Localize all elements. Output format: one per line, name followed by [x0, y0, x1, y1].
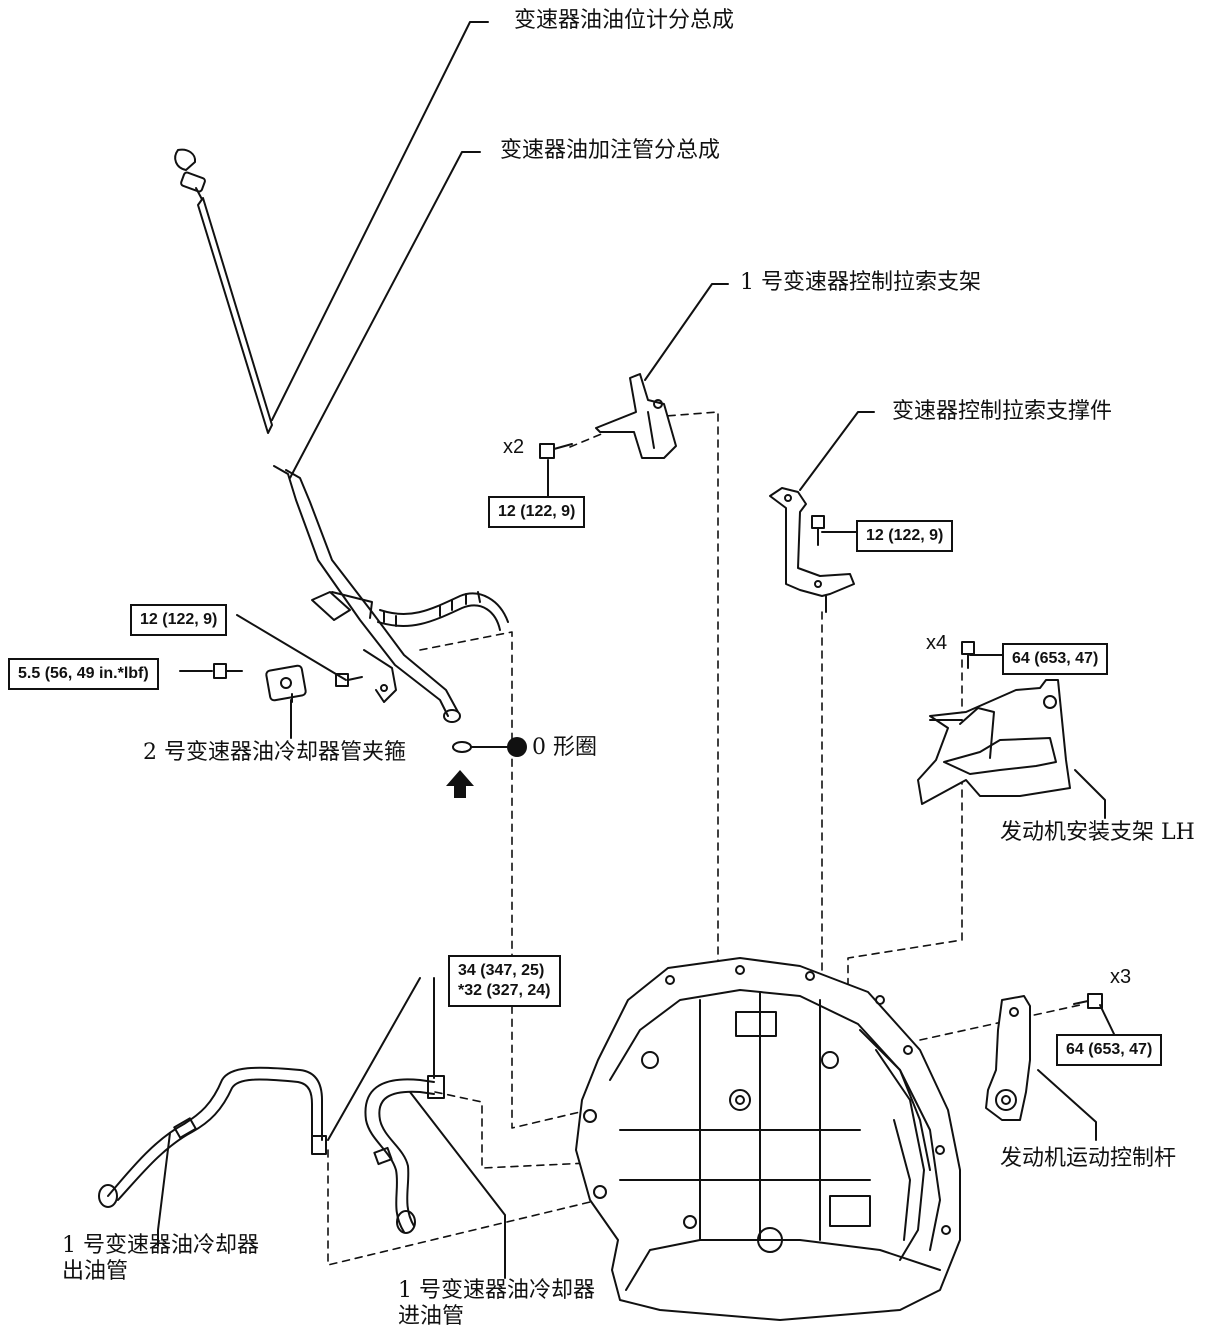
filler-tube-label: 变速器油加注管分总成 — [500, 138, 721, 163]
tube-bolt — [336, 674, 362, 686]
filler-tube-part — [274, 466, 508, 722]
clamp-2-label: 2 号变速器油冷却器管夹箍 — [143, 740, 406, 765]
cable-support-part — [770, 488, 854, 612]
torque-box-tube-bolt: 12 (122, 9) — [130, 604, 228, 636]
mount-bracket-lh-label: 发动机安装支架 LH — [1000, 820, 1195, 845]
torque-box-mount-bolts: 64 (653, 47) — [1002, 643, 1109, 675]
dipstick-part — [175, 150, 272, 433]
rod-bolt — [1074, 994, 1102, 1008]
torque-box-clamp-bolt: 5.5 (56, 49 in.*lbf) — [8, 658, 159, 690]
dipstick-label: 变速器油油位计分总成 — [514, 8, 735, 33]
outlet-pipe-label-line1: 1 号变速器油冷却器 — [62, 1233, 259, 1258]
cable-bracket-1-label: 1 号变速器控制拉索支架 — [740, 270, 981, 295]
clamp-bolt — [214, 664, 242, 678]
cable-bracket-1-part — [596, 374, 676, 458]
outlet-pipe-part — [99, 1068, 326, 1207]
leader-lines — [158, 22, 1114, 1278]
torque-box-support-bolt: 12 (122, 9) — [856, 520, 954, 552]
qty-mount-bolts: x4 — [926, 632, 948, 654]
qty-bracket-bolts: x2 — [503, 436, 525, 458]
bracket-bolt — [540, 444, 572, 458]
o-ring-label: 0 形圈 — [532, 735, 597, 760]
outlet-pipe-label-line2: 出油管 — [62, 1259, 129, 1284]
inlet-pipe-part — [365, 1076, 444, 1233]
control-rod-part — [986, 996, 1030, 1120]
torque-box-pipe-unions: 34 (347, 25) *32 (327, 24) — [448, 955, 561, 1007]
up-arrow-icon — [446, 770, 474, 798]
inlet-pipe-label-line1: 1 号变速器油冷却器 — [398, 1278, 595, 1303]
torque-pipe-union-line2: *32 (327, 24) — [458, 982, 551, 999]
outlet-pipe-label: 1 号变速器油冷却器 出油管 — [62, 1233, 292, 1285]
filled-circle-icon — [507, 737, 527, 757]
transaxle-housing-part — [576, 958, 960, 1320]
inlet-pipe-label: 1 号变速器油冷却器 进油管 — [398, 1278, 628, 1330]
clamp-part — [266, 665, 307, 702]
torque-box-rod-bolts: 64 (653, 47) — [1056, 1034, 1163, 1066]
cable-support-label: 变速器控制拉索支撑件 — [892, 399, 1113, 424]
o-ring-part — [453, 742, 471, 752]
support-bolt — [812, 516, 824, 545]
control-rod-label: 发动机运动控制杆 — [1000, 1146, 1177, 1171]
qty-rod-bolts: x3 — [1110, 966, 1132, 988]
torque-pipe-union-line1: 34 (347, 25) — [458, 962, 545, 979]
torque-box-bracket-bolts: 12 (122, 9) — [488, 496, 586, 528]
inlet-pipe-label-line2: 进油管 — [398, 1304, 465, 1329]
mount-bracket-lh-part — [918, 642, 1070, 804]
